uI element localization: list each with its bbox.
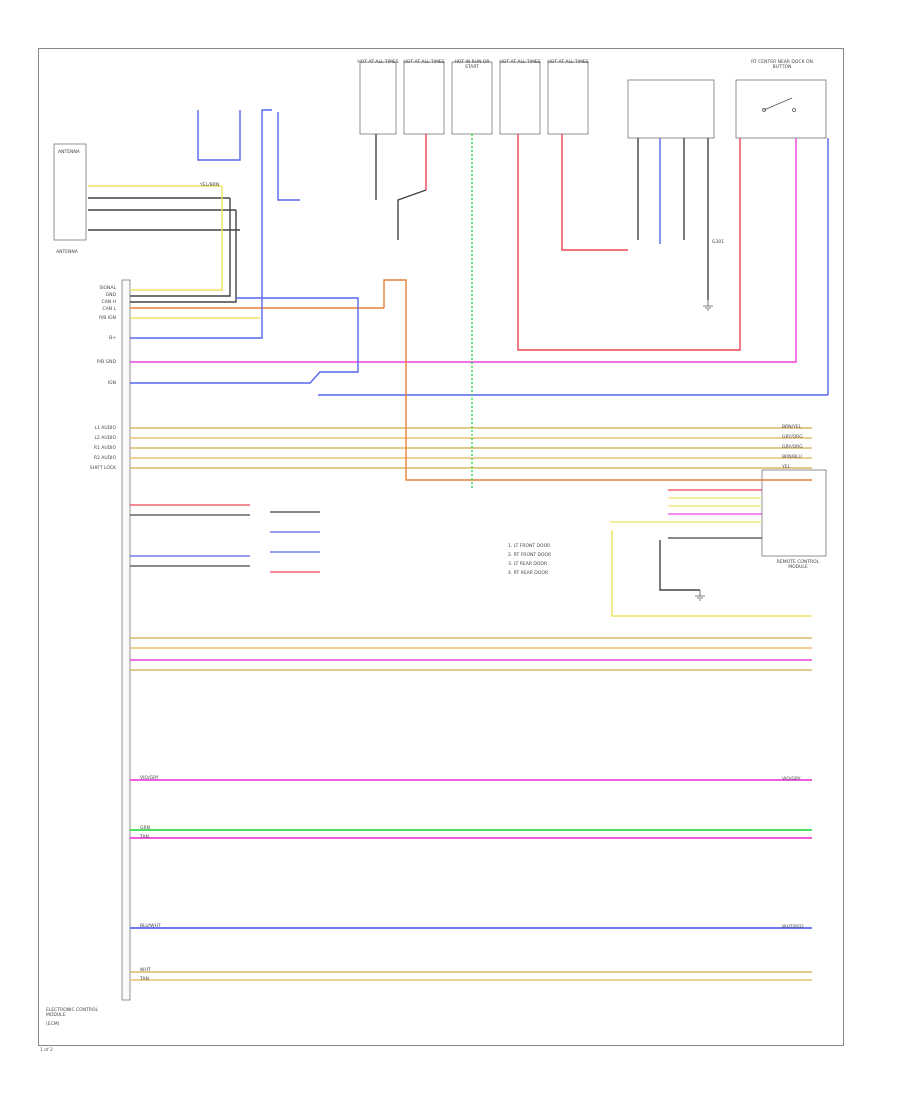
legend-item-4: 4. RT REAR DOOR [508,571,548,576]
pin-label-b-plus: B+ [109,336,116,341]
wire-label-vio: VIO/GRY [140,776,159,781]
hot-label-3: HOT IN RUN OR START [454,60,490,70]
ecm-sub-label: (ECM) [46,1022,60,1027]
fuse-box-1 [359,61,397,135]
start-stop-switch [735,79,827,139]
wire-label-tan: TAN [140,835,149,840]
ecm-connector-strip [121,279,131,1001]
hot-label-2: HOT AT ALL TIMES [403,60,445,65]
right-wire-label-5: YEL [782,465,791,470]
hot-label-5: HOT AT ALL TIMES [547,60,589,65]
remote-module-wires [610,489,762,539]
pin-label-r2-audio: R2 AUDIO [93,456,116,461]
pin-label-r1-audio: R1 AUDIO [93,446,116,451]
right-wire-label-4: BRN/BLU [782,455,802,460]
pin-label-l2-audio: L2 AUDIO [94,436,116,441]
right-wire-label-7: WHT/RED [782,925,804,930]
lower-left-wires [130,504,320,573]
ecm-label: ELECTRONIC CONTROL MODULE [46,1008,98,1018]
antenna-box-label: ANTENNA [56,250,78,255]
hot-label-1: HOT AT ALL TIMES [357,60,399,65]
pin-label-pb-gnd: P/B GND [96,360,116,365]
horizontal-wires [130,427,812,981]
upper-wires [88,109,828,481]
pin-label-shift-lock: SHIFT LOCK [89,466,116,471]
antenna-title: ANTENNA [58,150,80,155]
right-wire-label-1: BRN/YEL [782,425,802,430]
right-wire-label-3: GRY/ORG [782,445,803,450]
remote-module-box [761,469,827,557]
wire-label-yel: YEL/BRN [200,183,220,188]
vertical-wires [375,134,829,617]
fuse-box-4 [499,61,541,135]
ground-symbols [695,300,713,601]
fuse-box-5 [547,61,589,135]
wire-label-wht: WHT [140,968,151,973]
pin-label-ign: IGN [107,381,116,386]
legend-item-2: 2. RT FRONT DOOR [508,553,552,558]
right-wire-label-6: VIO/GRY [782,777,801,782]
pin-label-can-h: CAN H [101,300,116,305]
fuse-box-2 [403,61,445,135]
wire-label-tan2: TAN [140,977,149,982]
ground-label: G301 [712,240,725,245]
diagram-frame [38,48,844,1046]
legend-item-3: 3. LT REAR DOOR [508,562,548,567]
rt-center-label: RT CENTER NEAR DOCK ON BUTTON [751,60,813,70]
top-connector-boxes [53,61,827,1001]
fuse-box-3 [451,61,493,135]
wire-label-blu: BLU/WHT [140,924,161,929]
legend-item-1: 1. LT FRONT DOOR [508,544,551,549]
smart-junction-box [627,79,715,139]
remote-module-label: REMOTE CONTROL MODULE [776,560,820,570]
pin-label-l1-audio: L1 AUDIO [94,426,116,431]
hot-label-4: HOT AT ALL TIMES [499,60,541,65]
pin-label-can-l: CAN L [102,307,116,312]
switch-contact [762,97,796,112]
right-wire-label-2: GRY/ORG [782,435,803,440]
pin-label-pb-ign: P/B IGN [99,316,116,321]
pin-label-signal: SIGNAL [99,286,116,291]
pin-label-gnd: GND [105,293,116,298]
page-code: 1 of 2 [40,1048,53,1053]
wire-label-grn: GRN [140,826,150,831]
antenna-box [53,143,87,241]
